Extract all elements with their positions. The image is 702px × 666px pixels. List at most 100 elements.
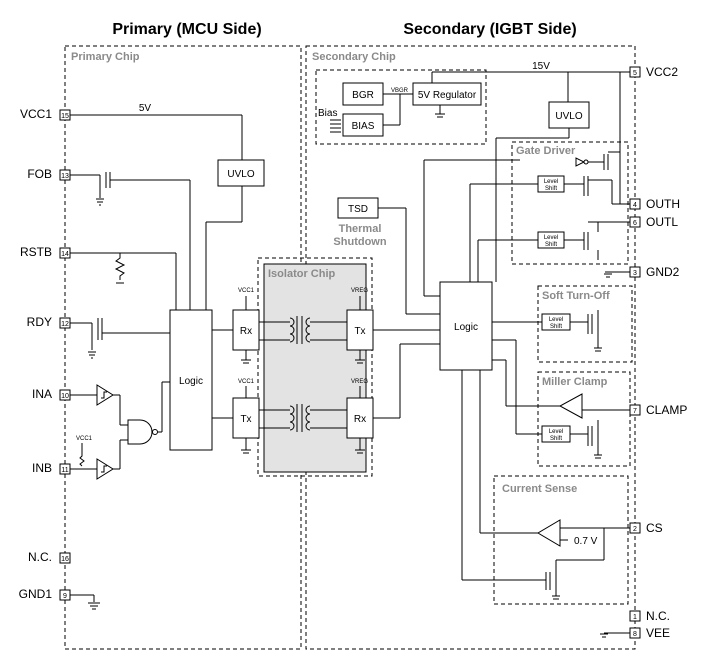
thermal-label: Thermal xyxy=(339,223,382,235)
level-shift-soft-label2: Shift xyxy=(550,324,562,330)
pin-rstb-name: RSTB xyxy=(20,245,52,259)
pin-ina-number: 10 xyxy=(61,393,69,400)
isolator-chip-boundary xyxy=(257,257,373,477)
pin-clamp-name: CLAMP xyxy=(646,403,687,417)
and-gate xyxy=(127,419,153,445)
pin-rstb-number: 14 xyxy=(61,251,69,258)
pin-outh: 4 OUTH xyxy=(629,197,680,211)
pin-vee-number: 8 xyxy=(633,631,637,638)
soft-turn-off-section xyxy=(537,285,633,363)
pin-vcc1: VCC1 15 xyxy=(20,107,71,121)
pin-gnd1: GND1 9 xyxy=(19,587,71,601)
pin-rdy-name: RDY xyxy=(27,315,52,329)
level-shift-soft-label1: Level xyxy=(549,317,563,323)
secondary-tx-block xyxy=(346,309,374,351)
uvlo-secondary xyxy=(548,101,590,129)
regulator-block xyxy=(412,82,482,106)
gate-driver-label: Gate Driver xyxy=(516,145,576,157)
current-sense-label: Current Sense xyxy=(502,483,577,495)
level-shift-clamp-label1: Level xyxy=(549,429,563,435)
pin-vcc1-number: 15 xyxy=(61,113,69,120)
pin-vcc2-name: VCC2 xyxy=(646,65,678,79)
pin-gnd1-number: 9 xyxy=(63,593,67,600)
tx-vcc1-label: VCC1 xyxy=(238,379,255,385)
pin-vee-name: VEE xyxy=(646,626,670,640)
pin-outh-number: 4 xyxy=(633,202,637,209)
pin-cs-number: 2 xyxy=(633,526,637,533)
pin-gnd2-number: 3 xyxy=(633,270,637,277)
primary-header: Primary (MCU Side) xyxy=(112,21,261,38)
pin-fob-name: FOB xyxy=(27,167,52,181)
vbgr-label: VBGR xyxy=(391,88,409,94)
bias-text: Bias xyxy=(318,108,337,119)
secondary-chip-label: Secondary Chip xyxy=(312,51,396,63)
pin-gnd2: 3 GND2 xyxy=(629,265,680,279)
primary-logic-block xyxy=(169,309,213,451)
bgr-label: BGR xyxy=(352,90,374,101)
primary-tx-label: Tx xyxy=(240,414,251,425)
pin-outl-number: 6 xyxy=(633,220,637,227)
pin-vcc2: 5 VCC2 xyxy=(629,65,678,79)
pin-rdy: RDY 12 xyxy=(27,315,71,329)
pin-nc-primary-number: 16 xyxy=(61,556,69,563)
primary-tx-block xyxy=(232,397,260,439)
pin-nc-secondary-name: N.C. xyxy=(646,609,670,623)
level-shift-gate-top-label1: Level xyxy=(544,179,558,185)
secondary-tx-label: Tx xyxy=(354,326,365,337)
vcc1-5v-label: 5V xyxy=(139,103,152,114)
pin-outl: 6 OUTL xyxy=(629,215,678,229)
vcc2-15v-label: 15V xyxy=(532,61,550,72)
pin-nc-secondary: 1 N.C. xyxy=(629,609,670,623)
miller-clamp-section xyxy=(537,371,631,467)
isolation-transformer-top xyxy=(289,316,311,344)
level-shift-gate-top-label2: Shift xyxy=(545,186,557,192)
pin-clamp: 7 CLAMP xyxy=(629,403,687,417)
tsd-label: TSD xyxy=(348,204,368,215)
pin-inb: INB 11 xyxy=(32,461,71,475)
secondary-logic-block xyxy=(439,281,493,371)
pin-rstb: RSTB 14 xyxy=(20,245,71,259)
shutdown-label: Shutdown xyxy=(333,236,386,248)
uvlo-primary-label: UVLO xyxy=(227,169,254,180)
inb-vcc1-label: VCC1 xyxy=(76,436,93,442)
uvlo-primary xyxy=(217,159,265,187)
pin-fob: FOB 13 xyxy=(27,167,71,181)
uvlo-secondary-label: UVLO xyxy=(555,111,582,122)
bias-block-label: BIAS xyxy=(352,121,375,132)
pin-gnd1-name: GND1 xyxy=(19,587,53,601)
primary-rx-label: Rx xyxy=(240,326,252,337)
isolator-barrier xyxy=(263,263,367,473)
clamp-comparator xyxy=(558,393,583,419)
rx-vcc1-label: VCC1 xyxy=(238,288,255,294)
secondary-rx-block xyxy=(346,397,374,439)
pin-outh-name: OUTH xyxy=(646,197,680,211)
pin-clamp-number: 7 xyxy=(633,408,637,415)
isolator-chip-label: Isolator Chip xyxy=(268,268,336,280)
pin-fob-number: 13 xyxy=(61,173,69,180)
pin-nc-primary: N.C. 16 xyxy=(28,550,71,564)
current-sense-section xyxy=(493,475,629,605)
level-shift-gate-bottom-label1: Level xyxy=(544,235,558,241)
primary-logic-label: Logic xyxy=(179,376,203,387)
level-shift-gate-bottom-label2: Shift xyxy=(545,242,557,248)
rx-vreg-label: VREG xyxy=(351,379,368,385)
regulator-label: 5V Regulator xyxy=(418,90,477,101)
tx-vreg-label: VREG xyxy=(351,288,368,294)
pin-ina-name: INA xyxy=(32,387,52,401)
pin-gnd2-name: GND2 xyxy=(646,265,680,279)
pin-cs: 2 CS xyxy=(629,521,663,535)
level-shift-clamp-label2: Shift xyxy=(550,436,562,442)
bias-regulator-group xyxy=(315,69,487,145)
cs-comparator xyxy=(537,519,561,547)
secondary-rx-label: Rx xyxy=(354,414,366,425)
isolation-transformer-bottom xyxy=(289,404,311,432)
pin-nc-primary-name: N.C. xyxy=(28,550,52,564)
miller-clamp-label: Miller Clamp xyxy=(542,376,608,388)
pin-cs-name: CS xyxy=(646,521,663,535)
pin-inb-name: INB xyxy=(32,461,52,475)
pin-vcc2-number: 5 xyxy=(633,70,637,77)
pin-outl-name: OUTL xyxy=(646,215,678,229)
pin-inb-number: 11 xyxy=(61,467,68,474)
